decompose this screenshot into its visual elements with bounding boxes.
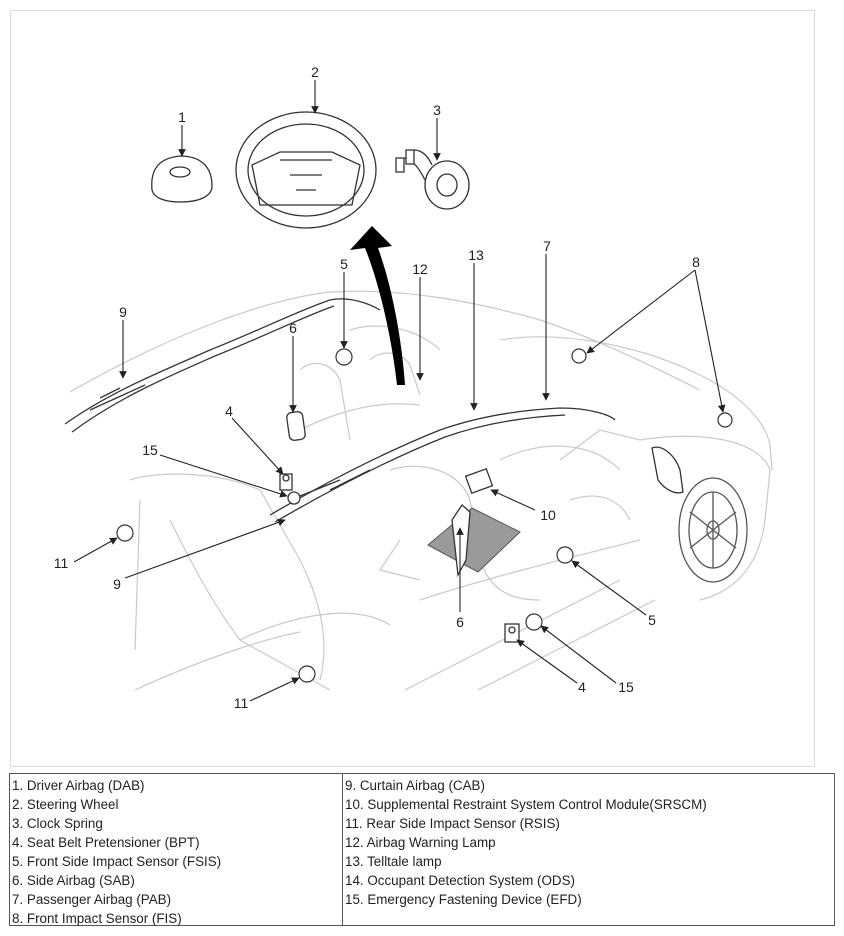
car-body-outline: [69, 290, 773, 691]
legend-table: 1. Driver Airbag (DAB) 2. Steering Wheel…: [9, 773, 835, 926]
callout-12: 12: [412, 261, 428, 277]
sensor-efd-lower: [525, 613, 543, 631]
sensor-fis-left: [571, 348, 587, 364]
legend-item: 14. Occupant Detection System (ODS): [345, 873, 575, 888]
callout-4-lower: 4: [578, 679, 586, 695]
explode-arrow-icon: [350, 226, 405, 385]
callout-7: 7: [543, 238, 551, 254]
sensor-fis-right: [717, 412, 733, 428]
legend-item: 12. Airbag Warning Lamp: [345, 835, 496, 850]
callout-5-upper: 5: [340, 256, 348, 272]
seat-belt-pretensioner-right: [504, 623, 520, 643]
sensor-markers: [116, 348, 733, 683]
driver-airbag-module: [151, 155, 213, 203]
legend-column-left: 1. Driver Airbag (DAB) 2. Steering Wheel…: [10, 774, 343, 926]
side-airbag-seat: [451, 504, 471, 578]
emergency-fastening-device: [287, 491, 301, 505]
legend-item: 11. Rear Side Impact Sensor (RSIS): [345, 816, 560, 831]
steering-wheel: [235, 111, 377, 229]
callout-13: 13: [468, 247, 484, 263]
callout-6-upper: 6: [289, 320, 297, 336]
callout-6-lower: 6: [456, 614, 464, 630]
side-mirror: [651, 446, 684, 494]
legend-item: 6. Side Airbag (SAB): [12, 873, 135, 888]
legend-item: 8. Front Impact Sensor (FIS): [12, 911, 182, 926]
callout-5-lower: 5: [648, 612, 656, 628]
callout-10: 10: [540, 507, 556, 523]
legend-item: 7. Passenger Airbag (PAB): [12, 892, 172, 907]
callout-3: 3: [433, 102, 441, 118]
callout-labels: 1 2 3 5 12 13 7 8 9 6 4 15 11 9 10 6 5 4…: [54, 64, 700, 711]
sensor-fsis-lower: [556, 546, 574, 564]
legend-item: 1. Driver Airbag (DAB): [12, 778, 145, 793]
side-airbag: [286, 411, 306, 441]
legend-item: 3. Clock Spring: [12, 816, 103, 831]
front-wheel: [678, 477, 748, 583]
legend-item: 9. Curtain Airbag (CAB): [345, 778, 485, 793]
callout-2: 2: [311, 64, 319, 80]
srscm-module: [464, 467, 494, 495]
callout-9-upper: 9: [119, 304, 127, 320]
clock-spring: [395, 149, 470, 210]
srs-component-diagram: 1 2 3 5 12 13 7 8 9 6 4 15 11 9 10 6 5 4…: [54, 64, 773, 711]
legend-item: 2. Steering Wheel: [12, 797, 119, 812]
leader-lines: [73, 80, 726, 702]
curtain-airbag-lower: [269, 407, 616, 523]
callout-15-lower: 15: [618, 679, 634, 695]
legend-item: 4. Seat Belt Pretensioner (BPT): [12, 835, 200, 850]
legend-item: 13. Telltale lamp: [345, 854, 442, 869]
legend-column-right: 9. Curtain Airbag (CAB) 10. Supplemental…: [343, 774, 834, 925]
sensor-rsis-upper: [116, 524, 134, 542]
callout-9-lower: 9: [113, 576, 121, 592]
sensor-rsis-lower: [298, 665, 316, 683]
legend-item: 15. Emergency Fastening Device (EFD): [345, 892, 582, 907]
curtain-airbag-upper: [64, 298, 381, 433]
seat-belt-pretensioner: [279, 473, 293, 491]
callout-4-upper: 4: [225, 403, 233, 419]
legend-item: 10. Supplemental Restraint System Contro…: [345, 797, 707, 812]
callout-11-upper: 11: [54, 555, 69, 571]
callout-8: 8: [692, 254, 700, 270]
sensor-fsis-upper: [335, 348, 353, 366]
callout-1: 1: [178, 109, 186, 125]
legend-item: 5. Front Side Impact Sensor (FSIS): [12, 854, 222, 869]
callout-11-lower: 11: [234, 695, 249, 711]
occupant-detection-mat: [427, 507, 521, 573]
callout-15-upper: 15: [142, 442, 158, 458]
